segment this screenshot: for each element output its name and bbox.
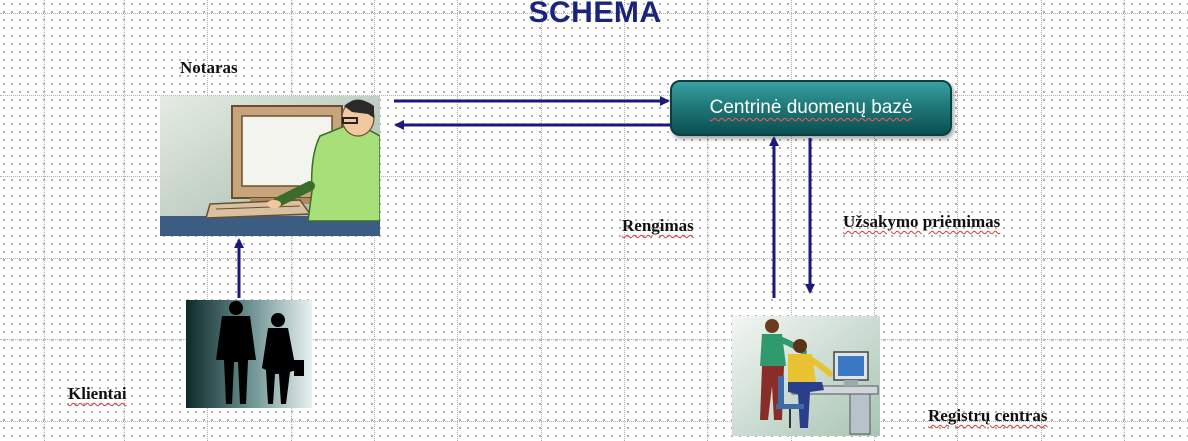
notary-label: Notaras <box>180 58 238 77</box>
grid-line <box>707 0 708 441</box>
grid-line <box>0 13 1188 14</box>
grid-line <box>874 0 875 441</box>
preparation-label: Rengimas <box>622 216 694 235</box>
grid-line <box>624 0 625 441</box>
business-people-silhouette-icon <box>186 300 312 408</box>
diagram-title: SCHEMA <box>528 0 662 29</box>
registry-label: Registrų centras <box>928 406 1048 425</box>
grid-line <box>791 0 792 441</box>
central-database-node: Centrinė duomenų bazė <box>670 80 952 136</box>
clients-label: Klientai <box>68 384 127 403</box>
grid-line <box>0 258 1188 259</box>
grid-line <box>0 339 1188 340</box>
grid-line <box>541 0 542 441</box>
grid-line <box>0 176 1188 177</box>
grid-line <box>457 0 458 441</box>
order-receipt-label: Užsakymo priėmimas <box>843 212 1001 231</box>
grid-line <box>0 95 1188 96</box>
grid-line <box>124 0 125 441</box>
person-at-computer-icon <box>160 96 380 236</box>
grid-line <box>957 0 958 441</box>
office-workers-at-computer-icon <box>732 316 880 436</box>
grid-line <box>1124 0 1125 441</box>
central-database-label: Centrinė duomenų bazė <box>709 97 913 118</box>
grid-line <box>1041 0 1042 441</box>
grid-line <box>44 0 45 441</box>
grid-line <box>0 421 1188 422</box>
